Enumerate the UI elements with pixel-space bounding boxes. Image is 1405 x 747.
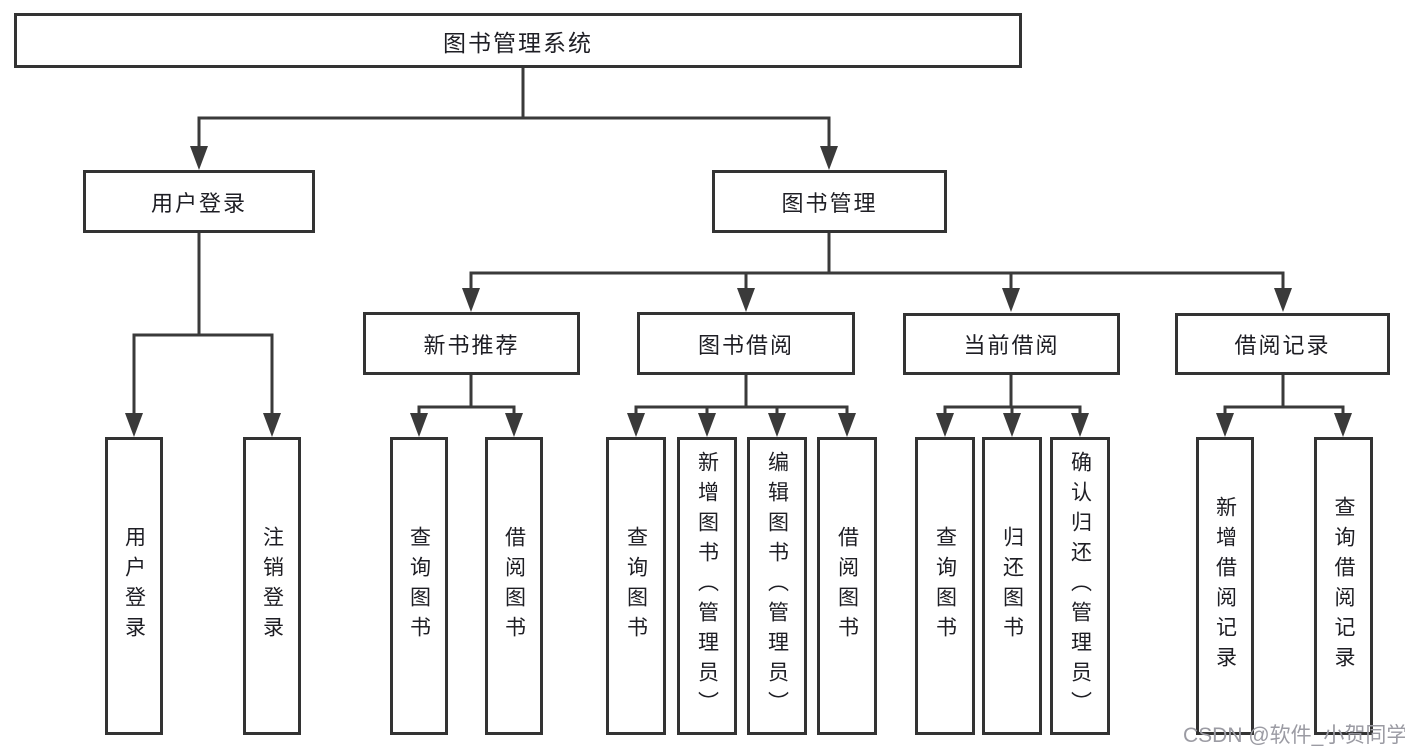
leaf-borrow-book-2: 借阅图书	[817, 437, 877, 735]
leaf-query-borrow-record-label: 查询借阅记录	[1332, 496, 1355, 676]
node-user-login: 用户登录	[83, 170, 315, 233]
leaf-logout-label: 注销登录	[260, 526, 284, 646]
node-current-borrow: 当前借阅	[903, 313, 1120, 375]
leaf-query-books-2-label: 查询图书	[624, 526, 648, 646]
leaf-add-book-admin-label: 新增图书（管理员）	[695, 451, 719, 721]
node-book-borrow-label: 图书借阅	[697, 332, 794, 358]
leaf-user-login: 用户登录	[105, 437, 163, 735]
leaf-borrow-book-1: 借阅图书	[485, 437, 543, 735]
leaf-logout: 注销登录	[243, 437, 301, 735]
leaf-return-book: 归还图书	[982, 437, 1042, 735]
node-user-login-label: 用户登录	[150, 190, 247, 216]
leaf-add-book-admin: 新增图书（管理员）	[677, 437, 737, 735]
node-new-book-recommend: 新书推荐	[363, 312, 580, 375]
leaf-return-book-label: 归还图书	[1000, 526, 1024, 646]
node-book-management: 图书管理	[712, 170, 947, 233]
watermark: CSDN @软件_小贺同学	[1183, 724, 1405, 747]
node-borrow-records-label: 借阅记录	[1234, 333, 1331, 358]
connector-paths	[132, 68, 1345, 414]
leaf-query-books-3: 查询图书	[915, 437, 975, 735]
node-root-label: 图书管理系统	[443, 29, 593, 56]
node-new-book-recommend-label: 新书推荐	[423, 332, 520, 358]
leaf-query-borrow-record: 查询借阅记录	[1314, 437, 1373, 735]
leaf-add-borrow-record-label: 新增借阅记录	[1213, 496, 1237, 676]
node-current-borrow-label: 当前借阅	[963, 333, 1060, 358]
node-root: 图书管理系统	[14, 13, 1022, 68]
node-book-management-label: 图书管理	[781, 190, 878, 216]
leaf-edit-book-admin: 编辑图书（管理员）	[747, 437, 807, 735]
leaf-confirm-return-admin-label: 确认归还（管理员）	[1068, 451, 1092, 721]
leaf-borrow-book-2-label: 借阅图书	[835, 526, 859, 646]
arrowhead-icons	[125, 146, 1352, 437]
leaf-query-books-1-label: 查询图书	[407, 526, 431, 646]
leaf-borrow-book-1-label: 借阅图书	[502, 526, 526, 646]
leaf-edit-book-admin-label: 编辑图书（管理员）	[765, 451, 789, 721]
leaf-confirm-return-admin: 确认归还（管理员）	[1050, 437, 1110, 735]
node-book-borrow: 图书借阅	[637, 312, 855, 375]
leaf-query-books-2: 查询图书	[606, 437, 666, 735]
leaf-user-login-label: 用户登录	[122, 526, 146, 646]
node-borrow-records: 借阅记录	[1175, 313, 1390, 375]
leaf-query-books-1: 查询图书	[390, 437, 448, 735]
leaf-query-books-3-label: 查询图书	[933, 526, 957, 646]
leaf-add-borrow-record: 新增借阅记录	[1196, 437, 1254, 735]
